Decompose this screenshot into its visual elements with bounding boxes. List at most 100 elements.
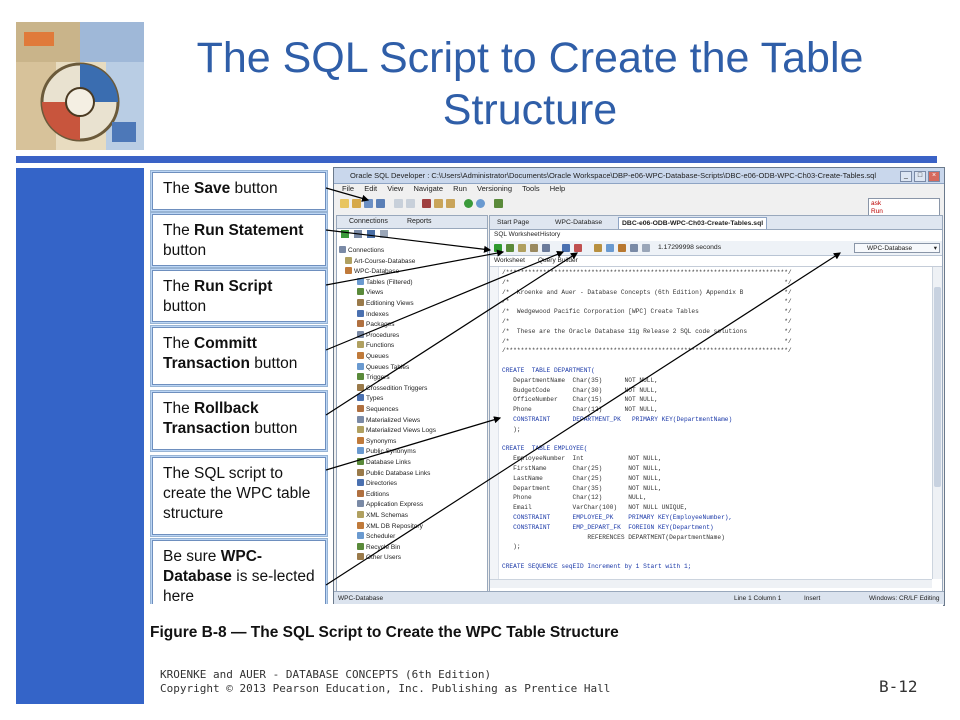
forward-icon[interactable] bbox=[476, 199, 485, 208]
tune-icon[interactable] bbox=[542, 244, 550, 252]
slide-footer: KROENKE and AUER - DATABASE CONCEPTS (6t… bbox=[160, 668, 610, 696]
connection-select[interactable]: WPC-Database ▾ bbox=[854, 243, 940, 253]
tree-item[interactable]: WPC-Database bbox=[345, 267, 399, 277]
tree-item[interactable]: Materialized Views Logs bbox=[357, 426, 436, 436]
menu-file[interactable]: File bbox=[342, 184, 355, 193]
tree-item[interactable]: Application Express bbox=[357, 500, 423, 510]
tree-item[interactable]: Database Links bbox=[357, 458, 411, 468]
new-file-icon[interactable] bbox=[340, 199, 349, 208]
tab-connections[interactable]: Connections bbox=[349, 218, 388, 225]
paste-icon[interactable] bbox=[446, 199, 455, 208]
sql-editor[interactable]: /***************************************… bbox=[490, 267, 932, 579]
tree-item[interactable]: Sequences bbox=[357, 405, 399, 415]
menu-versioning[interactable]: Versioning bbox=[477, 184, 513, 193]
explain-plan-icon[interactable] bbox=[530, 244, 538, 252]
tree-item[interactable]: Synonyms bbox=[357, 436, 396, 447]
tree-item[interactable]: Procedures bbox=[357, 330, 399, 341]
refresh-icon[interactable] bbox=[354, 230, 363, 238]
tab-reports[interactable]: Reports bbox=[407, 218, 432, 225]
tree-item[interactable]: Crossedition Triggers bbox=[357, 383, 427, 394]
tree-item[interactable]: Connections bbox=[339, 246, 384, 256]
commit-icon[interactable] bbox=[562, 244, 570, 252]
clear-icon[interactable] bbox=[618, 244, 626, 252]
tree-item[interactable]: Editioning Views bbox=[357, 299, 414, 309]
close-icon[interactable]: × bbox=[928, 171, 940, 182]
tree-item[interactable]: Public Database Links bbox=[357, 468, 430, 479]
run-script-icon[interactable] bbox=[506, 244, 514, 252]
tree-item[interactable]: Views bbox=[357, 288, 383, 298]
filter-icon[interactable] bbox=[367, 230, 376, 238]
rollback-icon[interactable] bbox=[574, 244, 582, 252]
horizontal-scrollbar[interactable] bbox=[490, 579, 932, 588]
code-line: EmployeeNumber Int NOT NULL, bbox=[502, 455, 662, 463]
minimize-icon[interactable]: _ bbox=[900, 171, 912, 182]
redo-icon[interactable] bbox=[406, 199, 415, 208]
tab-worksheet[interactable]: Worksheet bbox=[494, 257, 525, 264]
tree-node-icon bbox=[357, 489, 364, 497]
vertical-scrollbar[interactable] bbox=[932, 267, 942, 579]
tab-sql-worksheet[interactable]: SQL Worksheet bbox=[494, 231, 540, 238]
tree-item[interactable]: XML Schemas bbox=[357, 511, 408, 521]
tree-item[interactable]: Queues Tables bbox=[357, 362, 409, 373]
tree-item[interactable]: Art-Course-Database bbox=[345, 256, 416, 267]
code-line: /* */ bbox=[502, 278, 792, 286]
tree-item[interactable]: Scheduler bbox=[357, 532, 395, 542]
tree-item-label: Packages bbox=[366, 321, 395, 329]
menu-run[interactable]: Run bbox=[453, 184, 467, 193]
menu-edit[interactable]: Edit bbox=[364, 184, 378, 193]
tree-item[interactable]: Tables (Filtered) bbox=[357, 277, 413, 288]
menu-view[interactable]: View bbox=[387, 184, 404, 193]
tree-node-icon bbox=[357, 405, 364, 412]
tab-wpc-database[interactable]: WPC-Database bbox=[555, 219, 603, 226]
open-folder-icon[interactable] bbox=[352, 199, 361, 208]
tree-item-label: Queues bbox=[366, 353, 389, 360]
callout-text: Be sure bbox=[163, 548, 221, 565]
undo-icon[interactable] bbox=[394, 199, 403, 208]
tree-item[interactable]: Directories bbox=[357, 479, 397, 489]
save-icon[interactable] bbox=[364, 199, 373, 208]
tree-item[interactable]: Materialized Views bbox=[357, 415, 420, 426]
code-line: CREATE TABLE EMPLOYEE( bbox=[502, 445, 588, 453]
tree-item-label: Connections bbox=[348, 247, 385, 254]
tree-node-icon bbox=[357, 468, 364, 476]
tab-query-builder[interactable]: Query Builder bbox=[538, 257, 578, 264]
save-all-icon[interactable] bbox=[376, 199, 385, 208]
sql-icon[interactable] bbox=[494, 199, 503, 208]
callout-text: The bbox=[163, 278, 195, 295]
callout-bold: Run Statement bbox=[194, 222, 304, 239]
code-line: LastName Char(25) NOT NULL, bbox=[502, 474, 662, 482]
schema-icon[interactable] bbox=[380, 230, 389, 238]
autotrace-icon[interactable] bbox=[518, 244, 526, 252]
tree-node-icon bbox=[357, 436, 364, 444]
tree-item[interactable]: Triggers bbox=[357, 373, 390, 383]
tab-start-page[interactable]: Start Page bbox=[497, 219, 530, 226]
back-icon[interactable] bbox=[464, 199, 473, 208]
tree-item[interactable]: Public Synonyms bbox=[357, 447, 416, 457]
tree-item[interactable]: Functions bbox=[357, 341, 394, 351]
run-statement-icon[interactable] bbox=[494, 244, 502, 252]
tree-item[interactable]: Recycle Bin bbox=[357, 542, 400, 553]
tree-item[interactable]: Types bbox=[357, 394, 383, 404]
sql-history-icon[interactable] bbox=[630, 244, 638, 252]
tree-item[interactable]: Other Users bbox=[357, 553, 401, 563]
tree-item[interactable]: Editions bbox=[357, 489, 389, 500]
copy-icon[interactable] bbox=[434, 199, 443, 208]
scroll-thumb[interactable] bbox=[934, 287, 941, 487]
to-upper-icon[interactable] bbox=[606, 244, 614, 252]
callout-text: button bbox=[230, 180, 278, 197]
menu-tools[interactable]: Tools bbox=[522, 184, 540, 193]
tab-history[interactable]: History bbox=[540, 231, 561, 238]
add-connection-icon[interactable] bbox=[341, 230, 349, 238]
callout-bold: Rollback Transaction bbox=[163, 400, 259, 437]
cut-icon[interactable] bbox=[422, 199, 431, 208]
menu-help[interactable]: Help bbox=[549, 184, 566, 193]
tree-item[interactable]: XML DB Repository bbox=[357, 521, 423, 532]
tree-item[interactable]: Queues bbox=[357, 352, 389, 362]
tab-create-tables-sql[interactable]: DBC-e06-ODB-WPC-Ch03-Create-Tables.sql bbox=[618, 217, 768, 229]
tree-item-label: Art-Course-Database bbox=[354, 257, 416, 265]
tree-item[interactable]: Packages bbox=[357, 320, 395, 330]
maximize-icon[interactable]: □ bbox=[914, 171, 926, 182]
menu-navigate[interactable]: Navigate bbox=[413, 184, 444, 193]
tree-item[interactable]: Indexes bbox=[357, 309, 389, 320]
unshared-sql-icon[interactable] bbox=[594, 244, 602, 252]
